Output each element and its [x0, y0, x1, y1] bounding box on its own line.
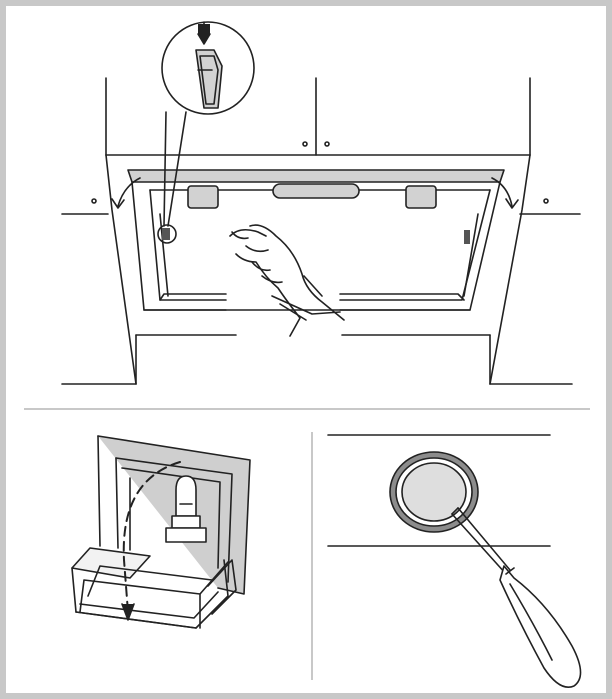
swing-down-arrow [122, 461, 181, 613]
magnifier-callout [161, 21, 255, 227]
hood-installation-panel [61, 21, 581, 385]
right-clip [464, 230, 470, 244]
halogen-bulb-icon [165, 475, 207, 543]
screwdriver-icon [451, 507, 582, 688]
clip-marker [157, 224, 177, 244]
lamp-replacement-panel [71, 435, 251, 629]
hood-vents [187, 183, 437, 209]
lamp-back-plate [97, 435, 251, 595]
led-lamp [389, 451, 479, 533]
wall-cabinet [61, 77, 581, 385]
led-removal-panel [327, 434, 582, 688]
lamp-cover-tray [71, 547, 237, 629]
hand-with-tool-icon [229, 224, 345, 337]
swing-arrows [111, 177, 519, 209]
